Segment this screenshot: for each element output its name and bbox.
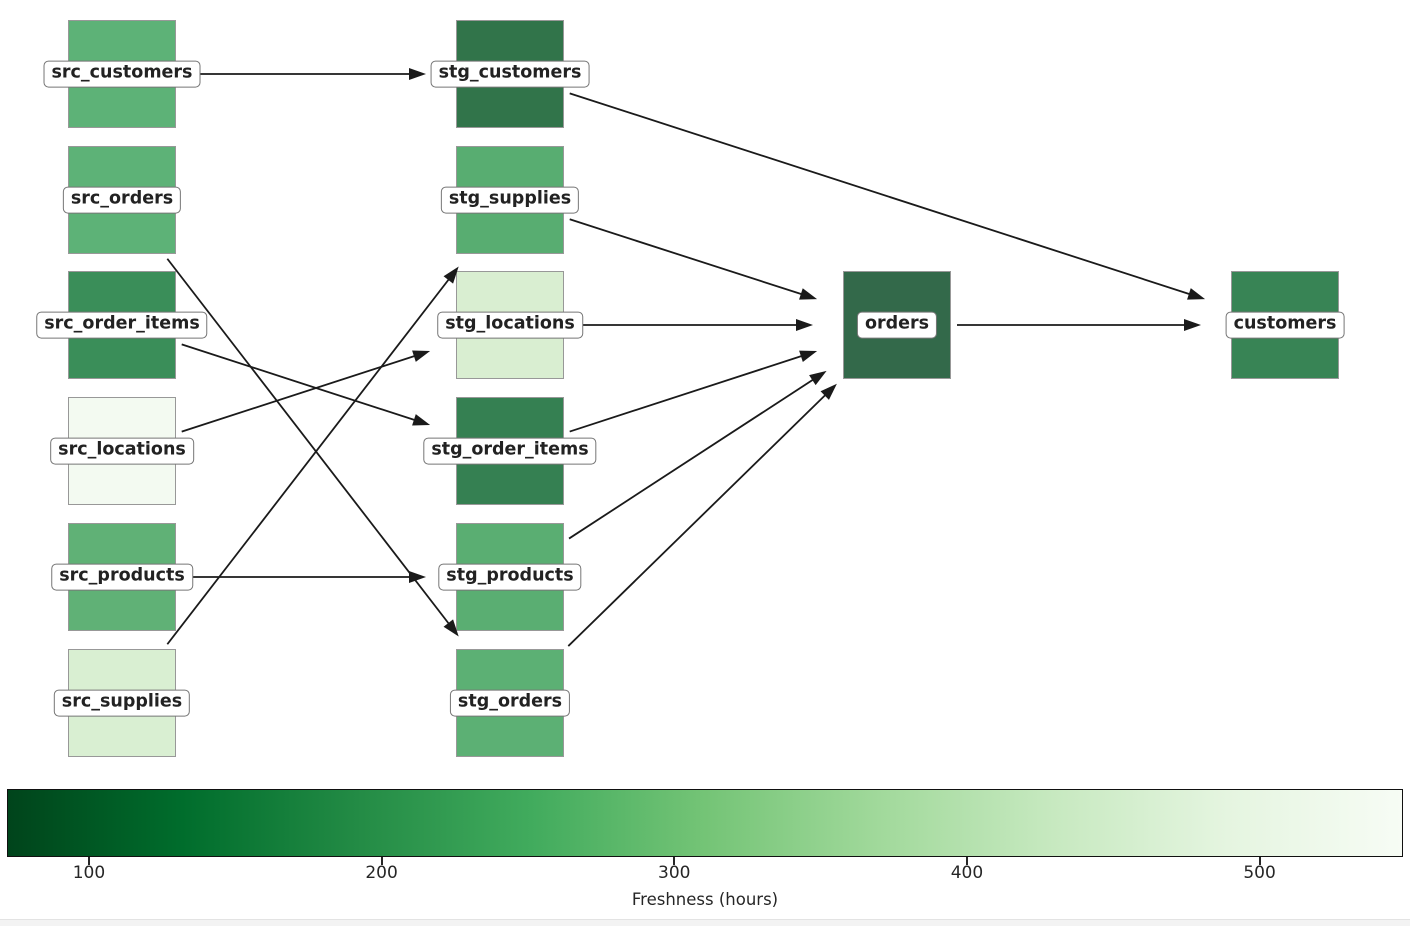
node-label-orders: orders	[856, 311, 938, 339]
edge-stg_order_items-to-orders	[569, 350, 818, 433]
node-label-stg_supplies: stg_supplies	[440, 186, 580, 214]
node-label-stg_products: stg_products	[438, 563, 582, 591]
node-label-src_orders: src_orders	[62, 186, 182, 214]
edge-src_orders-to-stg_orders	[166, 258, 459, 637]
node-label-src_supplies: src_supplies	[53, 689, 191, 717]
edge-src_order_items-to-stg_order_items	[181, 343, 431, 426]
edge-arrowhead	[443, 619, 459, 637]
edge-arrowhead	[1187, 288, 1206, 300]
edge-arrowhead	[412, 350, 431, 362]
edge-arrowhead	[799, 350, 818, 362]
node-label-stg_locations: stg_locations	[437, 311, 583, 339]
edge-stg_locations-to-orders	[570, 319, 813, 331]
edge-line	[569, 352, 809, 433]
edge-src_products-to-stg_products	[182, 571, 426, 583]
edge-stg_products-to-orders	[568, 370, 827, 540]
edge-line	[166, 273, 454, 645]
edge-arrowhead	[1184, 319, 1201, 331]
node-label-customers: customers	[1225, 311, 1345, 339]
bottom-edge-strip	[0, 919, 1410, 926]
node-label-stg_order_items: stg_order_items	[423, 437, 597, 465]
edge-arrowhead	[820, 383, 837, 400]
edge-stg_customers-to-customers	[569, 92, 1206, 300]
edge-arrowhead	[799, 288, 818, 300]
node-label-src_products: src_products	[51, 563, 193, 591]
edge-line	[181, 343, 422, 424]
edge-stg_orders-to-orders	[567, 383, 837, 647]
edge-line	[569, 218, 809, 298]
edge-arrowhead	[809, 370, 827, 386]
edge-arrowhead	[409, 571, 426, 583]
edge-src_customers-to-stg_customers	[182, 68, 426, 80]
node-label-stg_orders: stg_orders	[449, 689, 571, 717]
edge-line	[568, 374, 820, 540]
edge-arrowhead	[409, 68, 426, 80]
edge-stg_supplies-to-orders	[569, 218, 818, 300]
edge-arrowhead	[443, 266, 459, 284]
edge-orders-to-customers	[957, 319, 1201, 331]
node-label-stg_customers: stg_customers	[430, 60, 590, 88]
node-label-src_customers: src_customers	[43, 60, 201, 88]
edge-line	[569, 92, 1197, 298]
edge-line	[166, 258, 454, 630]
edge-arrowhead	[796, 319, 813, 331]
edge-src_supplies-to-stg_supplies	[166, 266, 459, 645]
edge-arrowhead	[412, 414, 431, 426]
edge-line	[567, 389, 832, 647]
node-label-src_order_items: src_order_items	[36, 311, 208, 339]
node-label-src_locations: src_locations	[50, 437, 194, 465]
